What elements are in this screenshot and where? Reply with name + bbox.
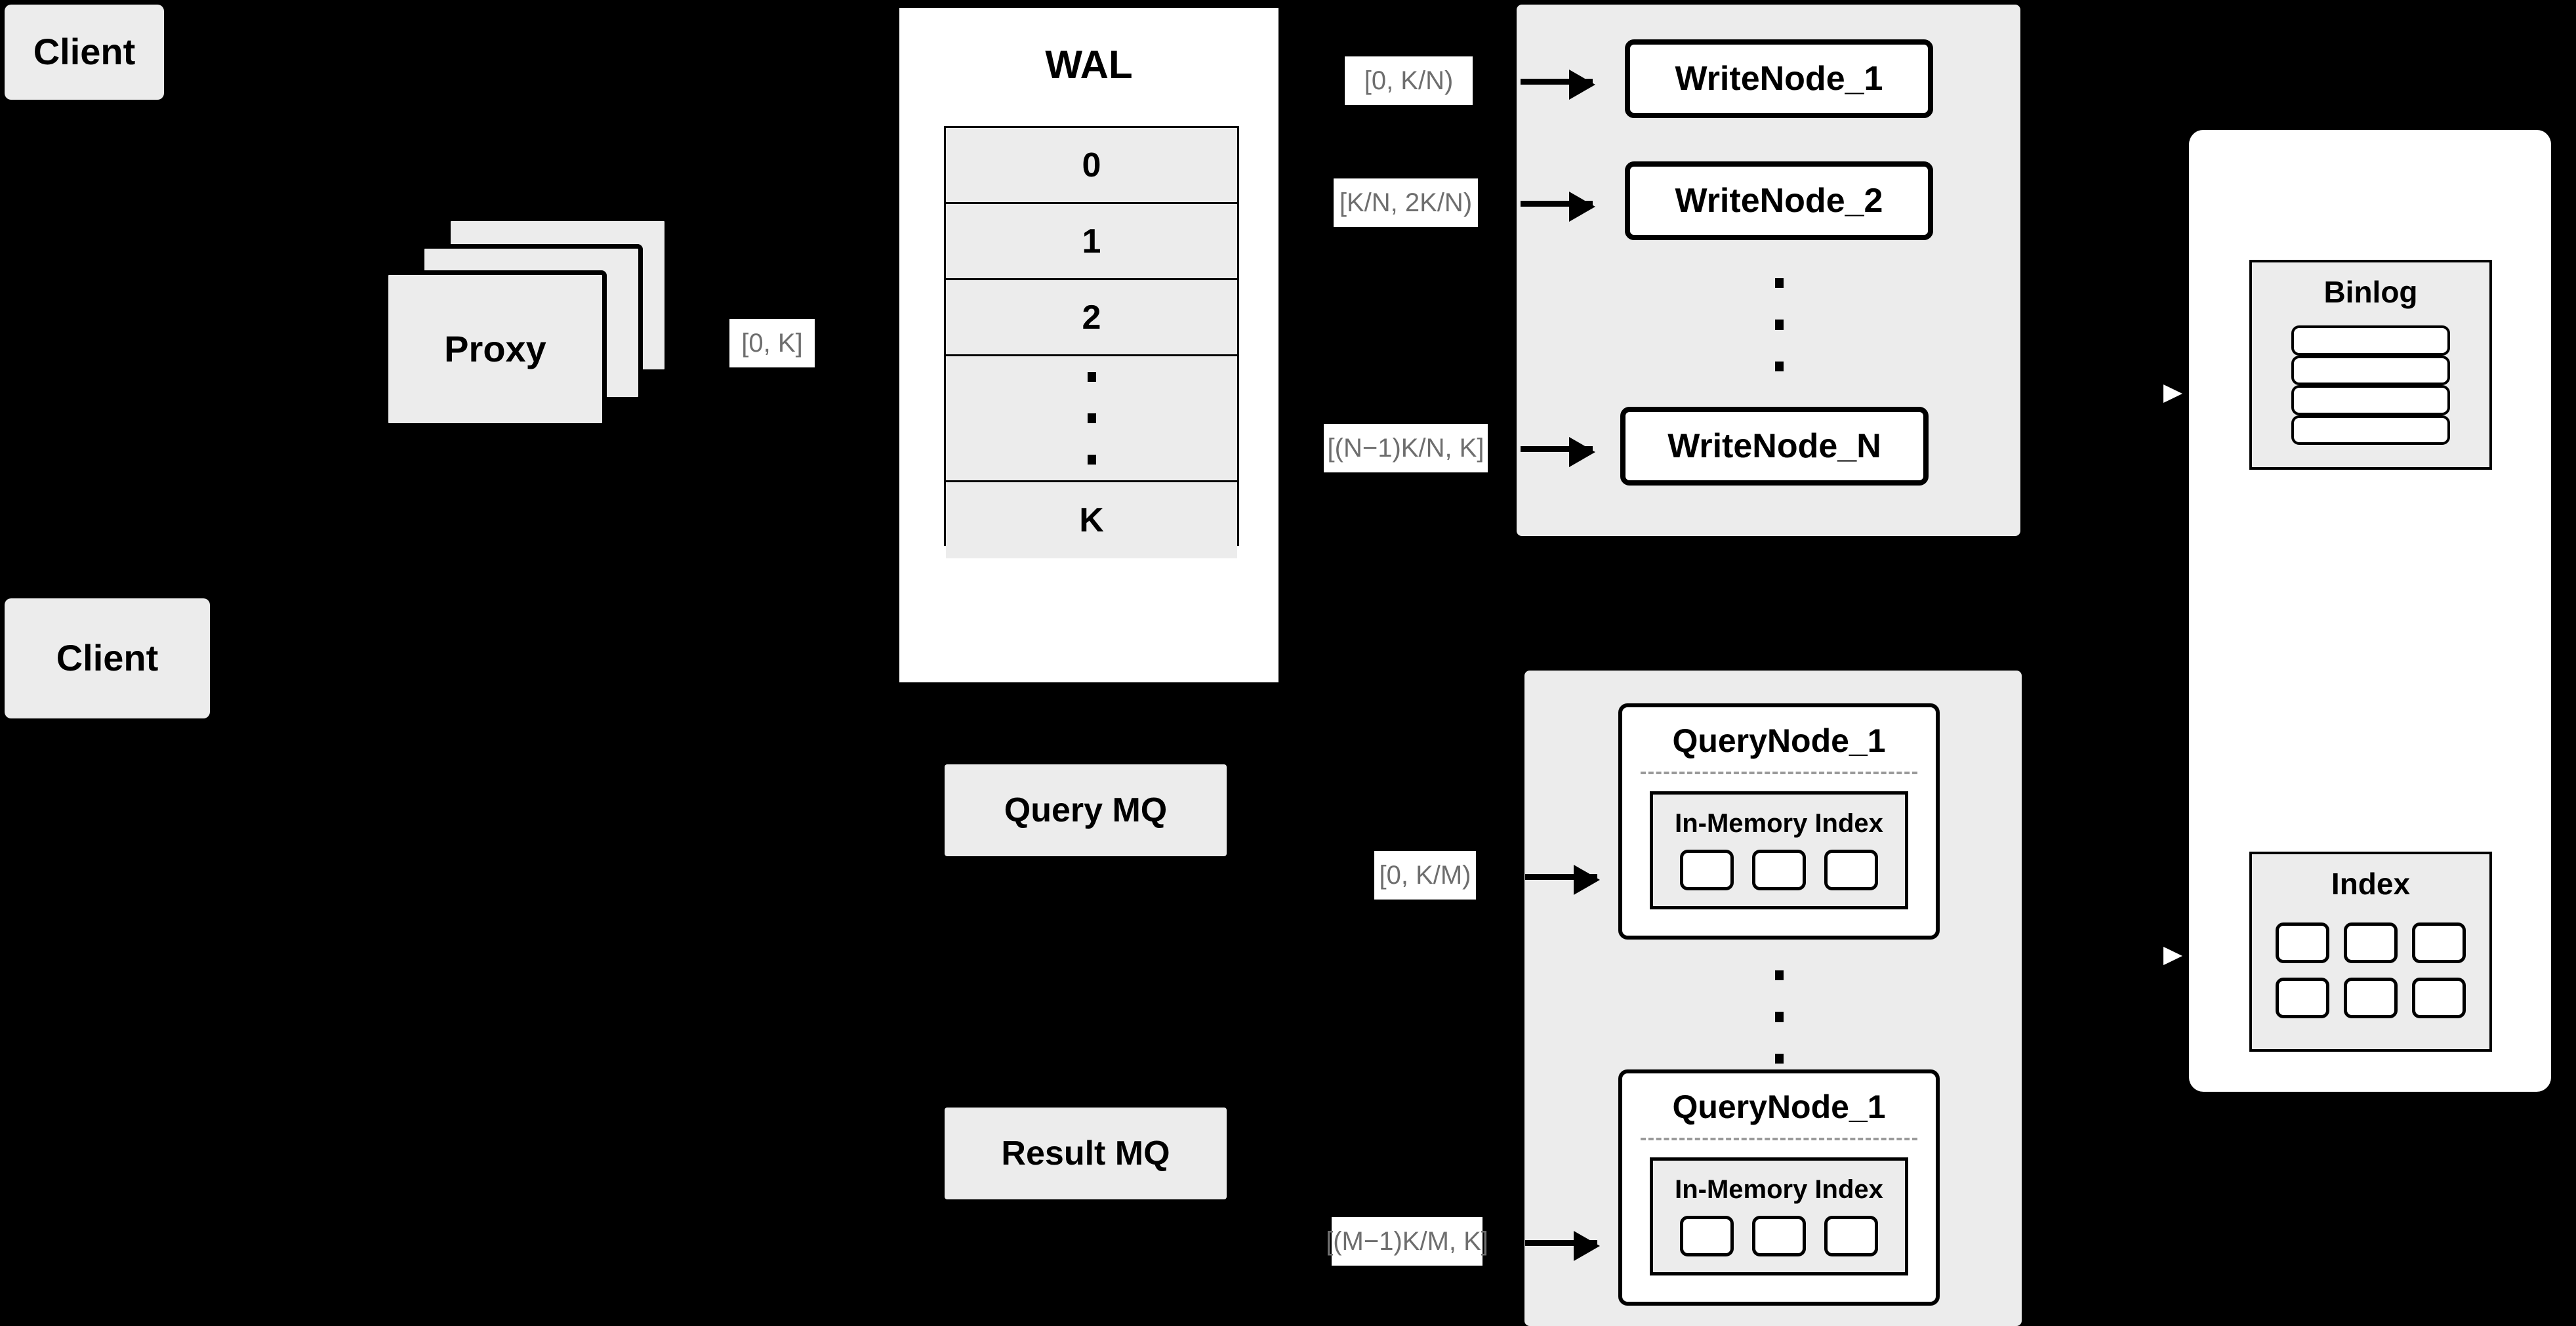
index-cell[interactable] [2276, 922, 2329, 963]
wal-row[interactable]: 2 [946, 280, 1237, 356]
write-node-1-range-label: [0, K/N) [1345, 56, 1473, 105]
index-cell[interactable] [1824, 850, 1878, 890]
index-cell[interactable] [1680, 1216, 1734, 1256]
binlog-panel: Binlog [2249, 260, 2492, 470]
result-mq-label: Result MQ [1001, 1134, 1170, 1172]
query-node-2-index-title: In-Memory Index [1675, 1175, 1883, 1204]
write-node-1-label: WriteNode_1 [1675, 60, 1883, 98]
write-node-2-label: WriteNode_2 [1675, 182, 1883, 220]
wal-row-label: 2 [1082, 298, 1101, 337]
binlog-inbound-arrow [2125, 380, 2188, 407]
query-node-1-range-text: [0, K/M) [1379, 860, 1471, 890]
write-node-1-arrow [1521, 70, 1595, 100]
index-inbound-arrow [2125, 942, 2188, 970]
client-node-1-label: Client [33, 31, 136, 73]
index-cell[interactable] [1824, 1216, 1878, 1256]
query-node-2[interactable]: QueryNode_1 In-Memory Index [1618, 1069, 1940, 1306]
query-mq-label: Query MQ [1004, 791, 1168, 829]
index-panel: Index [2249, 852, 2492, 1052]
index-cell[interactable] [1752, 850, 1806, 890]
write-node-2-range-label: [K/N, 2K/N) [1334, 178, 1478, 227]
wal-row-label: 0 [1082, 146, 1101, 184]
ellipsis-dot-icon [1774, 1012, 1784, 1022]
index-cell[interactable] [2412, 922, 2466, 963]
write-node-2[interactable]: WriteNode_2 [1625, 161, 1933, 240]
wal-table: 0 1 2 K [944, 126, 1239, 558]
index-cell[interactable] [2344, 978, 2398, 1018]
wal-row[interactable]: 1 [946, 204, 1237, 280]
wal-row[interactable]: 0 [946, 128, 1237, 204]
query-node-2-index-cells [1653, 1216, 1905, 1256]
query-node-2-inmemory-index: In-Memory Index [1650, 1157, 1908, 1275]
write-node-n-label: WriteNode_N [1667, 427, 1881, 465]
write-node-n-range-text: [(N−1)K/N, K] [1327, 433, 1484, 463]
proxy-range-text: [0, K] [741, 328, 803, 358]
index-title: Index [2331, 867, 2411, 901]
write-node-2-range-text: [K/N, 2K/N) [1339, 188, 1473, 217]
query-cluster-ellipsis [1753, 955, 1805, 1079]
wal-title: WAL [1045, 43, 1133, 87]
binlog-row[interactable] [2291, 415, 2450, 445]
write-node-1-range-text: [0, K/N) [1364, 66, 1454, 95]
query-node-1-index-cells [1653, 850, 1905, 890]
query-node-1[interactable]: QueryNode_1 In-Memory Index [1618, 703, 1940, 940]
index-cell[interactable] [2276, 978, 2329, 1018]
ellipsis-dot-icon [1774, 278, 1784, 289]
query-mq-node[interactable]: Query MQ [945, 764, 1227, 856]
wal-row[interactable]: K [946, 482, 1237, 558]
query-node-1-index-title: In-Memory Index [1675, 809, 1883, 838]
binlog-row[interactable] [2291, 385, 2450, 415]
write-node-n[interactable]: WriteNode_N [1620, 407, 1929, 486]
store-engine-panel: Store Engine Binlog Index [2189, 130, 2551, 1092]
client-node-2-label: Client [56, 637, 159, 679]
binlog-title: Binlog [2323, 275, 2418, 309]
index-cell[interactable] [2412, 978, 2466, 1018]
write-node-n-arrow [1521, 437, 1595, 467]
proxy-label: Proxy [444, 327, 546, 369]
ellipsis-dot-icon [1774, 970, 1784, 981]
query-node-2-range-text: [(M−1)K/M, K] [1326, 1226, 1488, 1256]
index-cell[interactable] [1680, 850, 1734, 890]
index-cell[interactable] [2344, 922, 2398, 963]
index-grid [2252, 922, 2489, 1018]
binlog-row[interactable] [2291, 325, 2450, 356]
write-node-1[interactable]: WriteNode_1 [1625, 39, 1933, 118]
proxy-range-label: [0, K] [729, 319, 815, 367]
wal-row-label: 1 [1082, 222, 1101, 260]
query-node-1-arrow [1525, 865, 1600, 895]
client-node-1[interactable]: Client [5, 5, 164, 100]
wal-panel: WAL 0 1 2 K [895, 4, 1282, 686]
binlog-rows [2291, 325, 2450, 445]
proxy-node[interactable]: Proxy [384, 270, 607, 428]
wal-ellipsis-row [946, 356, 1237, 482]
query-node-2-title: QueryNode_1 [1672, 1088, 1886, 1125]
query-node-1-title: QueryNode_1 [1672, 722, 1886, 759]
write-cluster-ellipsis [1753, 262, 1805, 387]
query-node-2-arrow [1525, 1231, 1600, 1261]
ellipsis-dot-icon [1087, 372, 1096, 382]
ellipsis-dot-icon [1087, 413, 1096, 423]
result-mq-node[interactable]: Result MQ [945, 1108, 1227, 1199]
index-cell[interactable] [1752, 1216, 1806, 1256]
ellipsis-dot-icon [1774, 320, 1784, 330]
query-node-1-inmemory-index: In-Memory Index [1650, 791, 1908, 909]
query-node-1-range-label: [0, K/M) [1374, 851, 1476, 900]
write-node-2-arrow [1521, 192, 1595, 222]
query-node-2-divider [1641, 1138, 1917, 1140]
ellipsis-dot-icon [1774, 361, 1784, 371]
wal-row-label: K [1079, 501, 1104, 539]
query-node-1-divider [1641, 772, 1917, 774]
index-grid-row [2276, 978, 2466, 1018]
ellipsis-dot-icon [1774, 1053, 1784, 1064]
ellipsis-dot-icon [1087, 455, 1096, 465]
write-node-n-range-label: [(N−1)K/N, K] [1324, 424, 1488, 472]
index-grid-row [2276, 922, 2466, 963]
query-node-2-range-label: [(M−1)K/M, K] [1326, 1217, 1488, 1266]
client-node-2[interactable]: Client [5, 598, 210, 718]
binlog-row[interactable] [2291, 355, 2450, 385]
